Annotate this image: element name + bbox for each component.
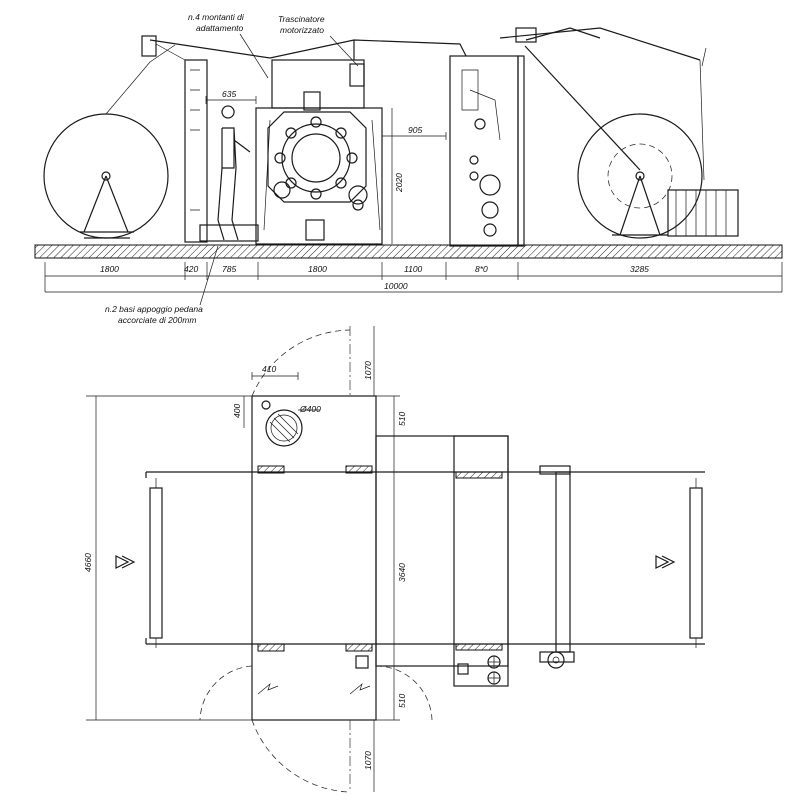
dim-510-top: 510 <box>397 412 407 426</box>
label-bases-2: accorciate di 200mm <box>118 315 196 325</box>
rewind-cage <box>667 189 739 237</box>
dim-bottom-6: 8*0 <box>475 264 488 274</box>
rewinder-handwheel <box>547 651 565 669</box>
dim-bottom-5: 1100 <box>404 264 423 274</box>
dim-total: 10000 <box>384 281 408 291</box>
dim-510-bottom: 510 <box>397 694 407 708</box>
floor-hatch <box>34 244 783 259</box>
dim-1070-top: 1070 <box>363 361 373 380</box>
label-puller-2: motorizzato <box>280 25 324 35</box>
dim-4660: 4660 <box>83 553 93 572</box>
central-drum-housing <box>267 111 367 203</box>
side-view: n.4 montanti di adattamento Trascinatore… <box>34 12 783 325</box>
central-drum <box>281 123 351 193</box>
rewind-roll <box>577 113 703 239</box>
plan-view: 4660 1070 1070 410 400 Ø400 510 <box>83 326 705 793</box>
dim-bottom-1: 1800 <box>100 264 119 274</box>
door-swing-bottom-left <box>251 719 351 793</box>
core-hole <box>265 409 303 447</box>
valve-marker <box>261 400 271 410</box>
left-frame <box>184 59 208 243</box>
print-cylinders <box>274 116 358 200</box>
flow-arrow-left <box>115 555 136 569</box>
rewind-web <box>499 27 701 61</box>
unwind-roll-plan <box>149 487 163 639</box>
dim-bottom-2: 420 <box>184 264 198 274</box>
dim-905: 905 <box>408 125 422 135</box>
rewinder-rail <box>555 471 571 653</box>
dim-bottom-3: 785 <box>222 264 236 274</box>
flow-arrow-right <box>655 555 676 569</box>
unwind-stand <box>80 175 134 239</box>
main-machine-footprint <box>251 395 377 721</box>
label-puller-1: Trascinatore <box>278 14 325 24</box>
dim-bottom-7: 3285 <box>630 264 649 274</box>
printing-unit-body <box>255 107 383 245</box>
dim-1070-bottom: 1070 <box>363 751 373 770</box>
dim-635: 635 <box>222 89 236 99</box>
dim-400: 400 <box>232 404 242 418</box>
door-swing-bottom-right <box>375 665 433 721</box>
door-swing-top <box>251 329 351 397</box>
label-uprights-1: n.4 montanti di <box>188 12 245 22</box>
web-edges <box>146 471 705 645</box>
dim-2020: 2020 <box>394 173 404 193</box>
label-uprights-2: adattamento <box>196 23 244 33</box>
operator-figure <box>217 105 251 241</box>
drying-unit-plan <box>375 435 509 667</box>
dim-410: 410 <box>262 364 276 374</box>
dim-phi400: Ø400 <box>299 404 321 414</box>
dim-bottom-4: 1800 <box>308 264 327 274</box>
rewind-roll-plan <box>689 487 703 639</box>
drying-unit <box>449 55 519 247</box>
label-bases-1: n.2 basi appoggio pedana <box>105 304 203 314</box>
dim-3640: 3640 <box>397 563 407 582</box>
